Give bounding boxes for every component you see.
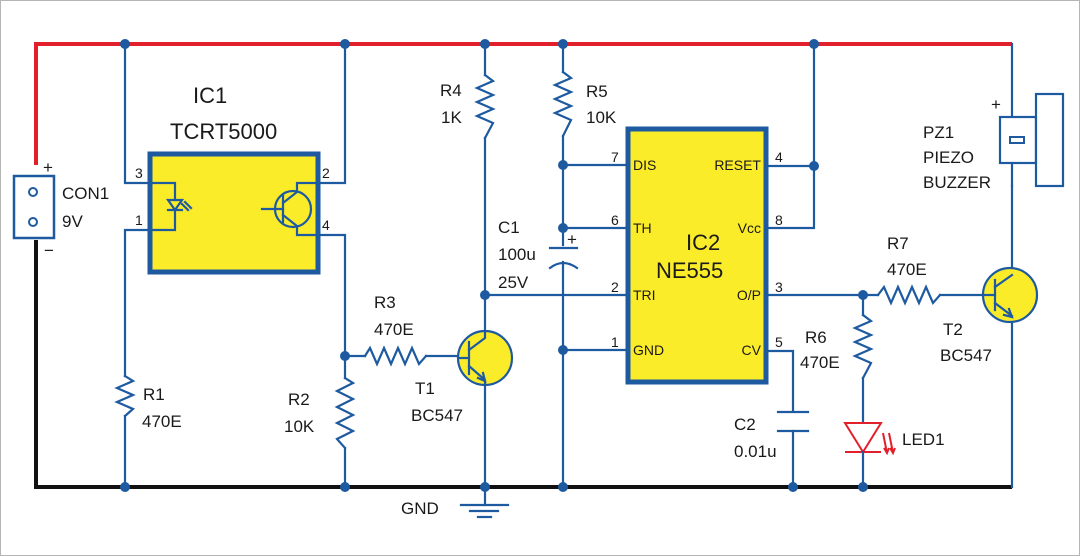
ic1-ref: IC1 — [193, 83, 227, 108]
junction-dot — [480, 39, 490, 49]
c1-voltage: 25V — [498, 273, 529, 292]
ic2-pin-name-reset: RESET — [714, 157, 761, 173]
ic2-pin-num-8: 8 — [775, 212, 783, 228]
junction-dot — [858, 290, 868, 300]
r3-resistor — [363, 345, 428, 367]
junction-dot — [809, 39, 819, 49]
pz1-piezo-label: PIEZO — [923, 148, 974, 167]
ic2-pin-num-4: 4 — [775, 149, 783, 165]
ic2-pin-name-vcc: Vcc — [738, 220, 761, 236]
r5-value: 10K — [586, 108, 617, 127]
junction-dot — [558, 482, 568, 492]
r3-value: 470E — [374, 320, 414, 339]
junction-dot — [480, 290, 490, 300]
ic2-part: NE555 — [656, 258, 723, 283]
con1-connector — [12, 174, 56, 240]
pz1-plus-sign: + — [991, 95, 1001, 114]
junction-dot — [340, 39, 350, 49]
pz1-ref: PZ1 — [923, 123, 954, 142]
junction-dot — [120, 39, 130, 49]
junction-dot — [120, 482, 130, 492]
con1-value: 9V — [62, 212, 83, 231]
pz1-piezo-buzzer — [998, 92, 1065, 188]
c1-ref: C1 — [498, 218, 520, 237]
ic2-pin-num-2: 2 — [611, 279, 619, 295]
junction-dot — [558, 160, 568, 170]
r3-ref: R3 — [374, 293, 396, 312]
t2-ref: T2 — [943, 320, 963, 339]
r6-value: 470E — [800, 353, 840, 372]
junction-dot — [558, 345, 568, 355]
r1-ref: R1 — [143, 385, 165, 404]
con1-label: CON1 — [62, 184, 109, 203]
led1-label: LED1 — [902, 430, 945, 449]
pz1-buzzer-label: BUZZER — [923, 173, 991, 192]
con1-plus-sign: + — [43, 158, 53, 177]
ic2-pin-name-tri: TRI — [633, 287, 656, 303]
ic2-ne555 — [625, 126, 769, 385]
t1-part: BC547 — [411, 406, 463, 425]
r4-value: 1K — [441, 108, 462, 127]
ic1-pin1: 1 — [135, 212, 143, 228]
r1-resistor — [114, 374, 136, 418]
r2-resistor — [334, 376, 356, 450]
junction-dots — [120, 39, 868, 492]
t1-transistor — [456, 293, 514, 489]
r2-value: 10K — [284, 417, 315, 436]
junction-dot — [480, 482, 490, 492]
junction-dot — [340, 351, 350, 361]
ic1-pin2: 2 — [322, 165, 330, 181]
junction-dot — [809, 161, 819, 171]
r7-resistor — [876, 284, 942, 306]
r4-resistor — [474, 73, 496, 140]
t2-transistor — [981, 266, 1039, 324]
r5-resistor — [552, 70, 574, 138]
r2-ref: R2 — [288, 390, 310, 409]
r7-ref: R7 — [887, 234, 909, 253]
junction-dot — [340, 482, 350, 492]
ic1-pin4: 4 — [322, 217, 330, 233]
ic1-ir-led-icon — [148, 181, 193, 232]
ic2-pin-num-3: 3 — [775, 279, 783, 295]
ic2-pin-name-op: O/P — [737, 287, 761, 303]
vcc-rail — [34, 42, 1012, 165]
r6-ref: R6 — [805, 328, 827, 347]
ic2-pin-name-th: TH — [633, 220, 652, 236]
ic1-phototransistor-icon — [260, 181, 320, 237]
c2-value: 0.01u — [734, 442, 777, 461]
r5-ref: R5 — [586, 82, 608, 101]
ic2-pin-num-5: 5 — [775, 334, 783, 350]
ic2-pin-num-7: 7 — [611, 149, 619, 165]
junction-dot — [558, 39, 568, 49]
gnd-label: GND — [401, 499, 439, 518]
ic1-part: TCRT5000 — [170, 119, 277, 144]
gnd-rail — [34, 240, 1012, 489]
con1-minus-sign: − — [44, 241, 54, 260]
ic2-ref: IC2 — [686, 230, 720, 255]
junction-dot — [858, 482, 868, 492]
ic1-pin3: 3 — [135, 165, 143, 181]
led1-diode — [843, 422, 896, 489]
junction-dot — [788, 482, 798, 492]
ic1-tcrt5000 — [147, 151, 321, 275]
c2-ref: C2 — [734, 415, 756, 434]
junction-dot — [558, 223, 568, 233]
r1-value: 470E — [142, 412, 182, 431]
ic2-pin-num-6: 6 — [611, 212, 619, 228]
r7-value: 470E — [887, 260, 927, 279]
c1-capacitor — [548, 246, 579, 489]
c2-capacitor — [776, 410, 810, 489]
ic2-pin-name-cv: CV — [742, 342, 762, 358]
t1-ref: T1 — [415, 379, 435, 398]
ic2-pin-num-1: 1 — [611, 334, 619, 350]
ic2-pin-name-gnd: GND — [633, 342, 664, 358]
ic2-pin-name-dis: DIS — [633, 157, 656, 173]
c1-value: 100u — [498, 245, 536, 264]
c1-plus-sign: + — [567, 230, 577, 249]
r6-resistor — [852, 313, 874, 380]
r4-ref: R4 — [440, 81, 462, 100]
t2-part: BC547 — [940, 346, 992, 365]
